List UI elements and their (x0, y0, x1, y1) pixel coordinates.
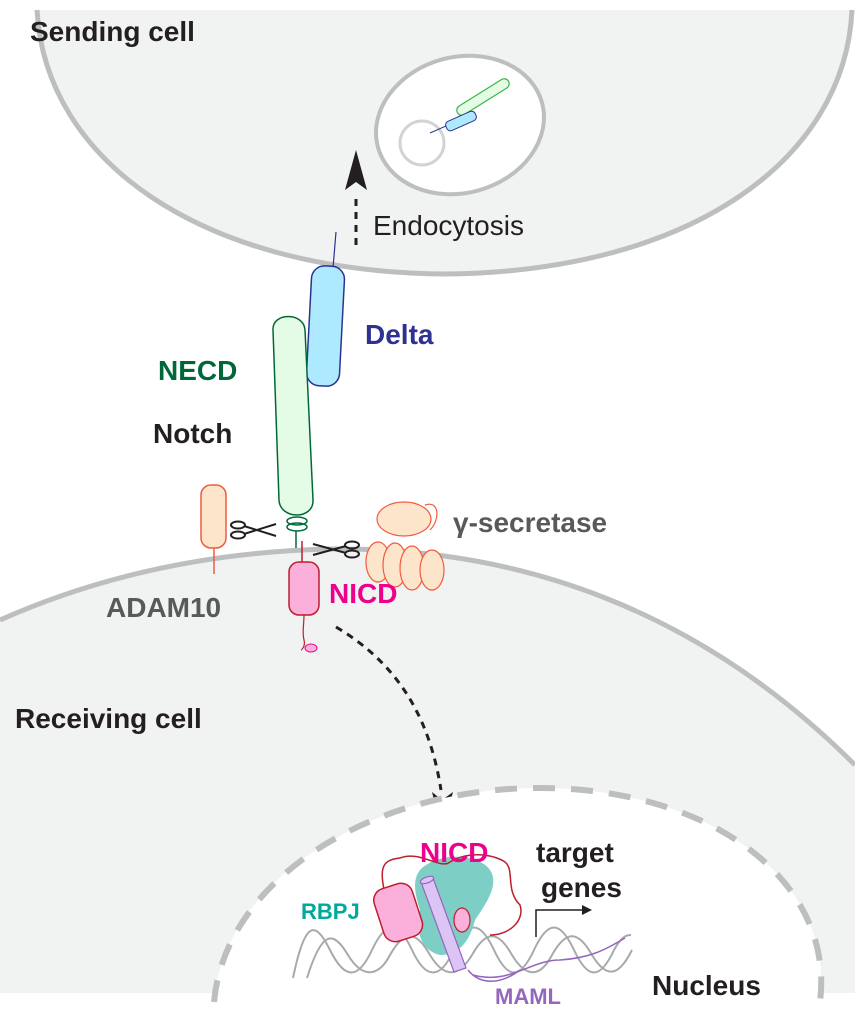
notch-necd (272, 315, 314, 548)
receiving-cell-label: Receiving cell (15, 703, 202, 734)
endocytosis-label: Endocytosis (373, 210, 524, 241)
internalized-delta (429, 110, 477, 134)
gamma-secretase-label: γ-secretase (453, 507, 607, 538)
delta-protein (305, 231, 346, 387)
notch-label: Notch (153, 418, 232, 449)
nucleus-label: Nucleus (652, 970, 761, 1001)
rbpj-label: RBPJ (301, 899, 360, 924)
target-genes-label-line2: genes (541, 872, 622, 903)
delta-label: Delta (365, 319, 434, 350)
necd-label: NECD (158, 355, 237, 386)
target-genes-label-line1: target (536, 837, 614, 868)
gamma-secretase-complex (365, 501, 445, 591)
nicd-nuclear (373, 854, 522, 943)
nicd-nuclear-label: NICD (420, 837, 488, 868)
nicd-membrane (288, 541, 320, 653)
scissors-icon (312, 540, 360, 559)
internalized-necd (456, 78, 510, 116)
maml-label: MAML (495, 984, 561, 1009)
maml-strand (467, 937, 626, 982)
nicd-membrane-label: NICD (329, 578, 397, 609)
sending-cell-label: Sending cell (30, 16, 195, 47)
endocytosis-arrow (345, 150, 367, 245)
endosome (374, 53, 546, 197)
adam10-label: ADAM10 (106, 592, 221, 623)
adam10-protein (200, 484, 227, 574)
maml-protein (419, 875, 467, 973)
scissors-icon (230, 520, 277, 540)
nucleus (0, 784, 855, 1023)
transcription-arrow (535, 905, 592, 937)
